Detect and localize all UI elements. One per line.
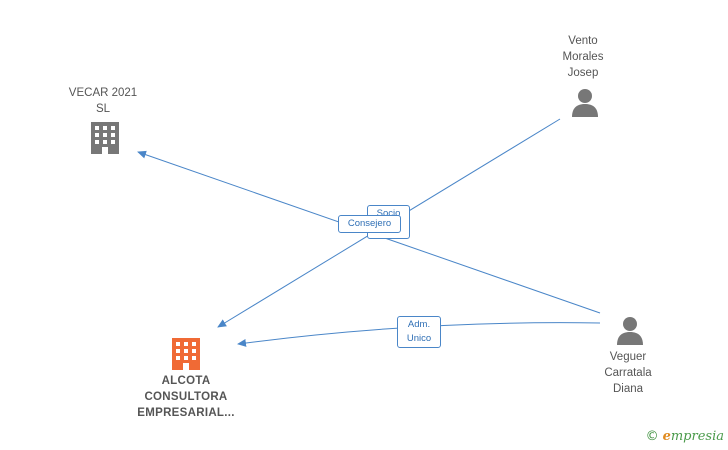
brand-initial: e	[662, 429, 671, 444]
building-icon-focus[interactable]	[170, 336, 202, 372]
node-veguer-label[interactable]: Veguer Carratala Diana	[604, 351, 652, 395]
person-icon[interactable]	[614, 314, 646, 346]
edge-socio-label[interactable]: Socio	[367, 205, 410, 239]
edge-consejero-label[interactable]: Consejero	[338, 215, 401, 233]
node-alcota-label[interactable]: ALCOTA CONSULTORA EMPRESARIAL...	[137, 375, 235, 419]
person-icon[interactable]	[569, 86, 601, 118]
brand-name: mpresia	[670, 429, 724, 444]
empresia-logo[interactable]: ©empresia	[646, 429, 724, 444]
building-icon[interactable]	[89, 120, 121, 156]
edge-adm-unico-label[interactable]: Adm. Unico	[397, 316, 441, 348]
node-vento-label[interactable]: Vento Morales Josep	[562, 35, 604, 79]
copyright-symbol: ©	[645, 429, 659, 444]
node-vecar-label[interactable]: VECAR 2021 SL	[68, 87, 138, 115]
